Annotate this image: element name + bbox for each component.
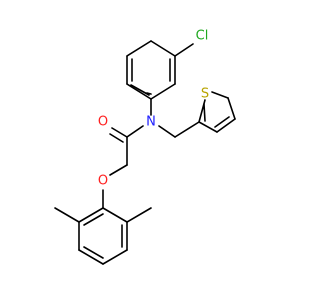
- n-ch2-bond: [158, 125, 176, 138]
- n-carbonyl-bond: [126, 125, 144, 138]
- ether-oxygen-label: O: [98, 174, 108, 189]
- sulfur-atom-label: S: [201, 87, 209, 102]
- nitrogen-atom-label: N: [146, 115, 156, 130]
- carbonyl-double-bond: [109, 127, 128, 143]
- methyl-right-bond: [126, 207, 152, 223]
- molecule-structure: Cl S N O O: [54, 29, 236, 265]
- methyl-left-bond: [54, 207, 80, 223]
- dimethylphenyl-ring: [78, 207, 128, 265]
- molecule-canvas: Cl S N O O: [54, 29, 236, 265]
- thiophene-ring: [198, 91, 236, 133]
- chlorophenyl-ring: [126, 40, 176, 100]
- ch2-thiophene-bond: [174, 121, 200, 138]
- ch2-ether-bond: [109, 164, 128, 176]
- c-cl-bond: [174, 43, 194, 57]
- carbonyl-oxygen-label: O: [98, 115, 108, 130]
- chlorine-atom-label: Cl: [196, 29, 209, 44]
